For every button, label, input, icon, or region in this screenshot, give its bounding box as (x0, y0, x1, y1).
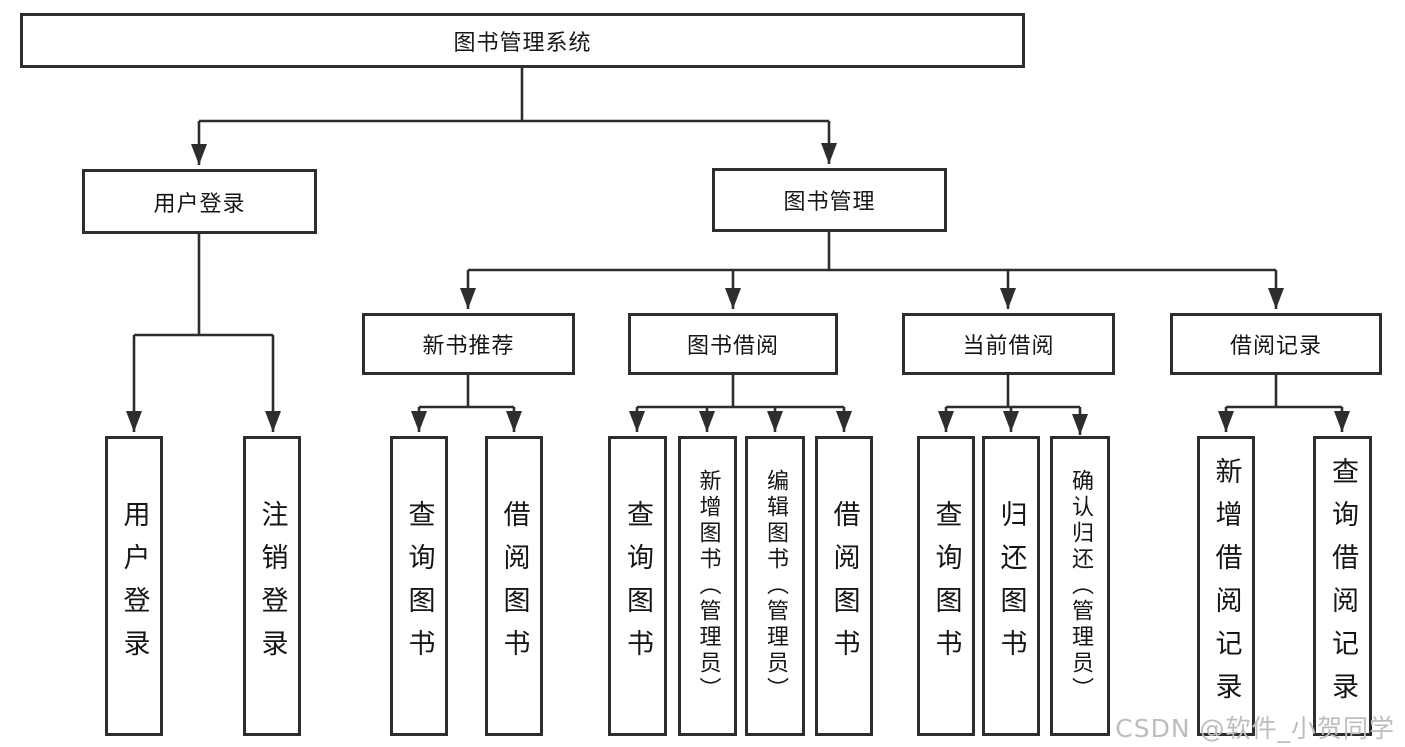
node-library-system: 图书管理系统 (20, 13, 1025, 68)
node-book-management: 图书管理 (712, 168, 947, 232)
leaf-add-borrow-record: 新增借阅记录 (1197, 436, 1255, 736)
leaf-confirm-return-admin: 确认归还（管理员） (1050, 436, 1110, 736)
leaf-query-borrow-record-label: 查询借阅记录 (1327, 457, 1358, 715)
leaf-borrow-books-recommend-label: 借阅图书 (498, 500, 530, 672)
leaf-query-books-borrow-label: 查询图书 (622, 500, 653, 672)
leaf-query-books-recommend: 查询图书 (390, 436, 448, 736)
leaf-query-books-recommend-label: 查询图书 (403, 500, 435, 672)
node-new-book-recommend-label: 新书推荐 (422, 334, 515, 359)
leaf-add-borrow-record-label: 新增借阅记录 (1210, 457, 1242, 715)
leaf-add-book-admin: 新增图书（管理员） (678, 436, 737, 736)
leaf-user-login-label: 用户登录 (118, 500, 150, 672)
node-borrow-record: 借阅记录 (1170, 313, 1382, 375)
leaf-return-book: 归还图书 (982, 436, 1040, 736)
node-book-management-label: 图书管理 (783, 190, 876, 215)
node-user-login: 用户登录 (82, 169, 317, 234)
leaf-edit-book-admin: 编辑图书（管理员） (745, 436, 805, 736)
leaf-logout: 注销登录 (243, 436, 301, 736)
leaf-borrow-books: 借阅图书 (815, 436, 873, 736)
node-current-borrow-label: 当前借阅 (962, 334, 1055, 359)
node-new-book-recommend: 新书推荐 (362, 313, 575, 375)
leaf-return-book-label: 归还图书 (995, 500, 1027, 672)
leaf-borrow-books-recommend: 借阅图书 (485, 436, 543, 736)
node-library-system-label: 图书管理系统 (453, 30, 592, 56)
leaf-query-books-current: 查询图书 (917, 436, 975, 736)
node-user-login-label: 用户登录 (153, 191, 246, 217)
leaf-edit-book-admin-label: 编辑图书（管理员） (763, 469, 788, 703)
leaf-add-book-admin-label: 新增图书（管理员） (695, 469, 721, 703)
node-borrow-record-label: 借阅记录 (1229, 334, 1322, 359)
leaf-query-books-borrow: 查询图书 (608, 436, 667, 736)
node-book-borrow-label: 图书借阅 (686, 334, 779, 359)
leaf-logout-label: 注销登录 (256, 500, 288, 672)
node-current-borrow: 当前借阅 (902, 313, 1115, 375)
leaf-borrow-books-label: 借阅图书 (828, 500, 860, 672)
leaf-query-books-current-label: 查询图书 (930, 500, 962, 672)
leaf-query-borrow-record: 查询借阅记录 (1313, 436, 1372, 736)
leaf-confirm-return-admin-label: 确认归还（管理员） (1068, 469, 1093, 703)
node-book-borrow: 图书借阅 (628, 313, 838, 375)
leaf-user-login: 用户登录 (105, 436, 163, 736)
